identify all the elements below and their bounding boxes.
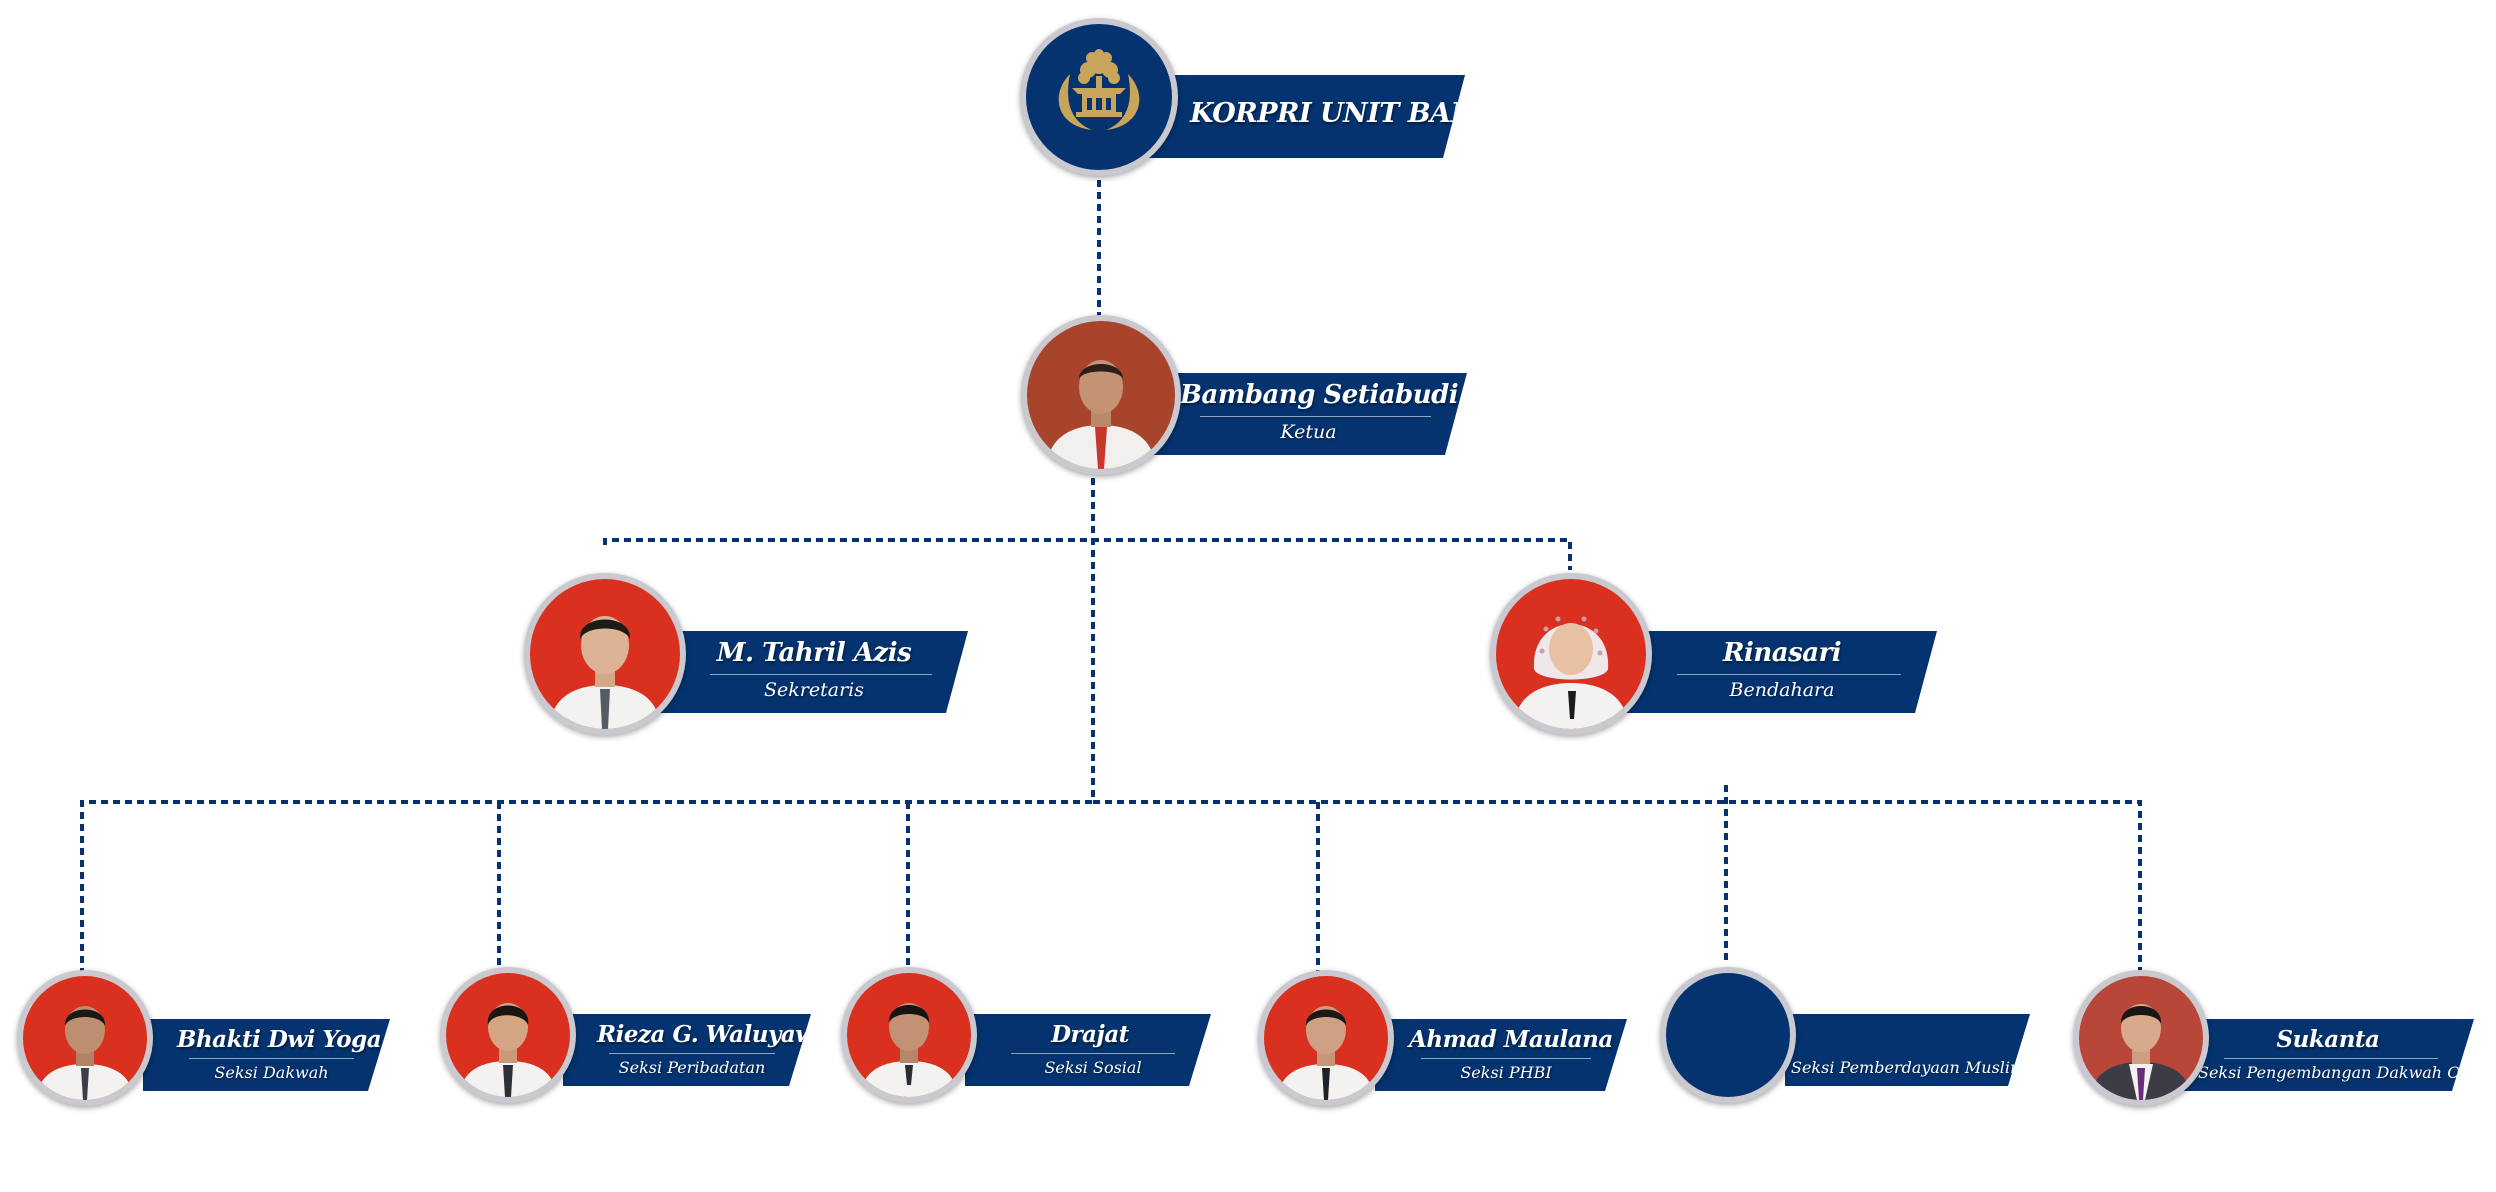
secretary-name: M. Tahril Azis bbox=[716, 638, 912, 668]
treasurer-role: Bendahara bbox=[1729, 679, 1835, 701]
section-banner: Bhakti Dwi Yoga Seksi Dakwah bbox=[143, 1019, 390, 1091]
treasurer-banner: Rinasari Bendahara bbox=[1617, 631, 1937, 713]
section-role: Seksi Sosial bbox=[1044, 1058, 1142, 1077]
chair-banner: Bambang Setiabudi Ketua bbox=[1140, 373, 1467, 455]
treasurer-avatar bbox=[1490, 573, 1652, 735]
section-role: Seksi Dakwah bbox=[214, 1063, 329, 1082]
section-avatar bbox=[841, 967, 977, 1103]
chair-avatar bbox=[1021, 315, 1181, 475]
section-avatar bbox=[440, 967, 576, 1103]
secretary-avatar bbox=[524, 573, 686, 735]
section-name: Rieza G. Waluyawan bbox=[597, 1021, 846, 1048]
chair-name: Bambang Setiabudi bbox=[1180, 380, 1459, 410]
section-banner: Drajat Seksi Sosial bbox=[965, 1014, 1211, 1086]
section-banner: Sukanta Seksi Pengembangan Dakwah Online bbox=[2178, 1019, 2474, 1091]
section-name: Sukanta bbox=[2276, 1026, 2380, 1053]
secretary-banner: M. Tahril Azis Sekretaris bbox=[650, 631, 968, 713]
section-banner: Seksi Pemberdayaan Muslimah bbox=[1785, 1014, 2030, 1086]
section-name: Drajat bbox=[1051, 1021, 1129, 1048]
section-banner: Ahmad Maulana Seksi PHBI bbox=[1375, 1019, 1627, 1091]
chair-role: Ketua bbox=[1280, 421, 1337, 443]
section-role: Seksi Pengembangan Dakwah Online bbox=[2198, 1063, 2496, 1082]
section-role: Seksi PHBI bbox=[1460, 1063, 1552, 1082]
vacant-avatar-placeholder bbox=[1660, 967, 1796, 1103]
section-avatar bbox=[1258, 970, 1394, 1106]
org-title: KORPRI UNIT BAPETEN bbox=[1190, 98, 1555, 129]
section-avatar bbox=[17, 970, 153, 1106]
section-avatar bbox=[2073, 970, 2209, 1106]
korpri-logo-icon bbox=[1020, 18, 1178, 176]
section-role: Seksi Peribadatan bbox=[618, 1058, 766, 1077]
section-role: Seksi Pemberdayaan Muslimah bbox=[1791, 1058, 2046, 1077]
section-name: Ahmad Maulana bbox=[1409, 1026, 1613, 1053]
secretary-role: Sekretaris bbox=[764, 679, 864, 701]
treasurer-name: Rinasari bbox=[1722, 638, 1842, 668]
section-banner: Rieza G. Waluyawan Seksi Peribadatan bbox=[563, 1014, 811, 1086]
section-name: Bhakti Dwi Yoga bbox=[177, 1026, 382, 1053]
org-title-banner: KORPRI UNIT BAPETEN bbox=[1140, 75, 1465, 158]
